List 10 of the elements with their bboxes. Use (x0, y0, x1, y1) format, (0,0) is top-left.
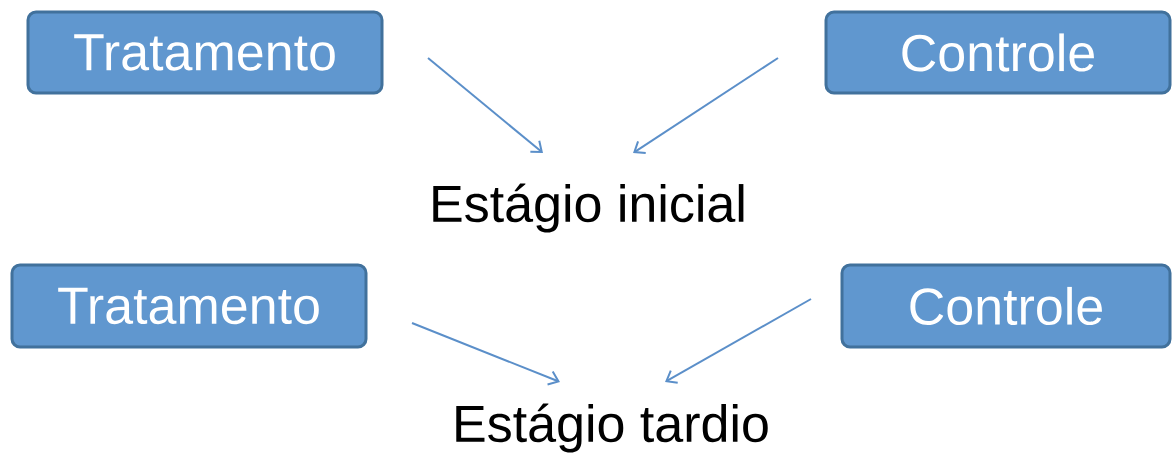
process-box: Tratamento (10, 263, 368, 349)
arrow (665, 298, 812, 384)
stage-label: Estágio inicial (433, 183, 744, 233)
stage-label: Estágio tardio (456, 403, 768, 453)
arrow (427, 57, 543, 153)
process-box: Tratamento (26, 10, 384, 95)
process-box: Controle (840, 263, 1172, 349)
process-box: Controle (824, 10, 1172, 95)
arrow (411, 322, 560, 386)
arrow (633, 57, 779, 155)
